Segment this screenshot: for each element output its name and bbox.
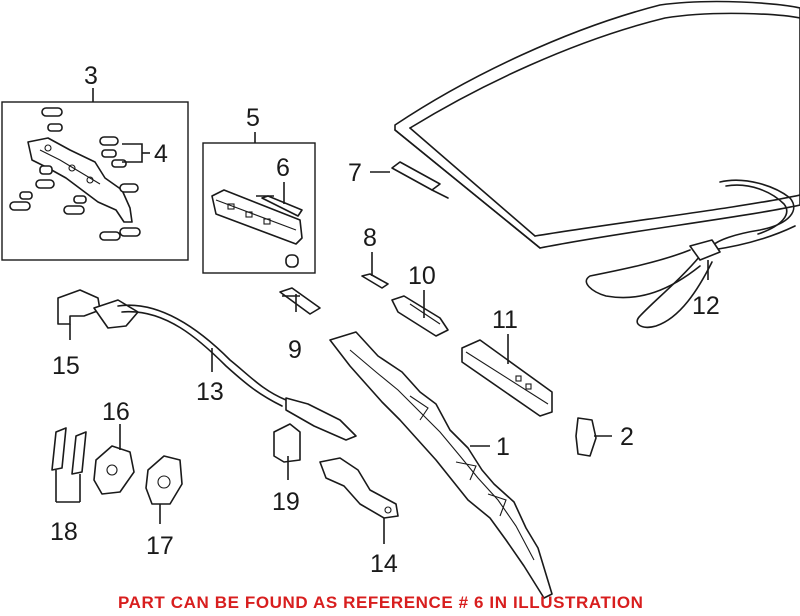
part-16-latch (93, 424, 135, 495)
part-14-arm (319, 457, 399, 544)
callout-1: 1 (496, 433, 510, 461)
callout-4-leader (122, 143, 150, 163)
callout-4: 4 (154, 140, 168, 168)
callout-10: 10 (408, 262, 436, 290)
callout-7: 7 (348, 159, 362, 187)
callout-18: 18 (50, 518, 78, 546)
part-19-bracket (273, 423, 301, 480)
callout-labels: 1 2 3 4 5 6 7 8 9 10 11 12 13 14 15 16 1… (50, 62, 720, 578)
callout-11: 11 (492, 306, 518, 334)
callout-12: 12 (692, 292, 720, 320)
part-18-links (51, 427, 87, 503)
part-15-hinge (57, 289, 101, 340)
part-7-clip (370, 161, 449, 199)
callout-9: 9 (288, 336, 302, 364)
part-17-latch (145, 455, 183, 524)
part-1-bracket (329, 331, 553, 599)
part-8-clip (361, 252, 389, 289)
callout-13: 13 (196, 378, 224, 406)
callout-16: 16 (102, 398, 130, 426)
group-box-3 (1, 88, 189, 261)
callout-3: 3 (84, 62, 98, 90)
callout-5: 5 (246, 104, 260, 132)
part-13-cable (93, 299, 357, 441)
group-box-5 (202, 132, 316, 274)
callout-15: 15 (52, 352, 80, 380)
part-10-bracket (391, 290, 449, 337)
part-12-harness (585, 179, 796, 329)
callout-2: 2 (620, 423, 634, 451)
callout-14: 14 (370, 550, 398, 578)
callout-8: 8 (363, 224, 377, 252)
part-11-rail (461, 334, 553, 417)
part-9-clip (279, 287, 321, 315)
roof-panel (394, 0, 800, 249)
part-2-clip (575, 417, 612, 457)
reference-notice: PART CAN BE FOUND AS REFERENCE # 6 IN IL… (118, 593, 644, 612)
callout-17: 17 (146, 532, 174, 560)
callout-6: 6 (276, 154, 290, 182)
callout-19: 19 (272, 488, 300, 516)
